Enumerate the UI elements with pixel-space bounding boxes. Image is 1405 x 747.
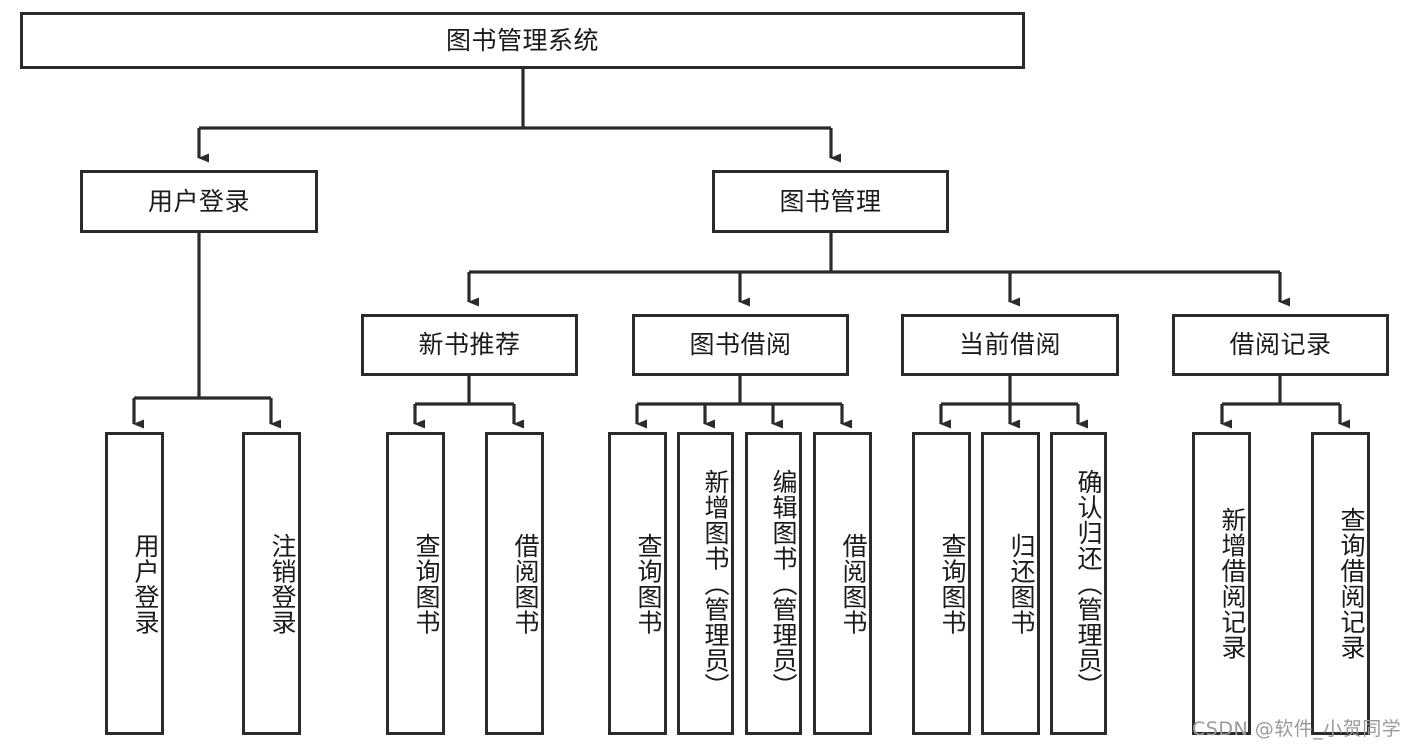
node-label: 确认归还（管理员）: [1074, 468, 1103, 699]
leaf-new-book-borrow-book[interactable]: 借阅图书: [485, 432, 544, 735]
node-label: 新增图书（管理员）: [701, 468, 730, 699]
node-label: 编辑图书（管理员）: [769, 468, 798, 699]
leaf-new-book-query-book[interactable]: 查询图书: [386, 432, 445, 735]
node-label: 图书管理: [779, 186, 882, 216]
node-root-book-management-system[interactable]: 图书管理系统: [20, 12, 1025, 69]
leaf-borrow-record-add-record[interactable]: 新增借阅记录: [1192, 432, 1251, 735]
leaf-book-borrow-edit-book-admin[interactable]: 编辑图书（管理员）: [745, 432, 802, 735]
node-current-borrow[interactable]: 当前借阅: [901, 314, 1119, 376]
node-label: 当前借阅: [958, 330, 1061, 360]
node-new-book-recommend[interactable]: 新书推荐: [361, 314, 578, 376]
node-label: 查询图书: [634, 532, 663, 635]
node-label: 用户登录: [131, 532, 160, 635]
node-label: 用户登录: [147, 186, 250, 216]
node-label: 查询借阅记录: [1337, 507, 1366, 660]
leaf-user-login-logout[interactable]: 注销登录: [242, 432, 301, 735]
node-label: 图书借阅: [689, 330, 792, 360]
node-user-login[interactable]: 用户登录: [80, 170, 318, 233]
leaf-current-borrow-return-book[interactable]: 归还图书: [981, 432, 1040, 735]
leaf-book-borrow-query-book[interactable]: 查询图书: [608, 432, 667, 735]
leaf-user-login-login[interactable]: 用户登录: [105, 432, 164, 735]
node-label: 新书推荐: [418, 330, 521, 360]
leaf-borrow-record-query-record[interactable]: 查询借阅记录: [1311, 432, 1370, 735]
node-label: 借阅图书: [511, 532, 540, 635]
leaf-current-borrow-query-book[interactable]: 查询图书: [912, 432, 971, 735]
node-label: 查询图书: [938, 532, 967, 635]
node-label: 查询图书: [412, 532, 441, 635]
leaf-current-borrow-confirm-return-admin[interactable]: 确认归还（管理员）: [1050, 432, 1107, 735]
node-label: 借阅记录: [1229, 330, 1332, 360]
leaf-book-borrow-add-book-admin[interactable]: 新增图书（管理员）: [677, 432, 734, 735]
node-book-management[interactable]: 图书管理: [712, 170, 949, 233]
node-book-borrow[interactable]: 图书借阅: [632, 314, 849, 376]
node-borrow-record[interactable]: 借阅记录: [1172, 314, 1389, 376]
node-label: 归还图书: [1007, 532, 1036, 635]
node-label: 借阅图书: [839, 532, 868, 635]
node-label: 注销登录: [268, 532, 297, 635]
node-label: 新增借阅记录: [1218, 507, 1247, 660]
node-label: 图书管理系统: [445, 25, 599, 55]
watermark-text: CSDN @软件_小贺同学: [1192, 718, 1402, 740]
leaf-book-borrow-borrow-book[interactable]: 借阅图书: [813, 432, 872, 735]
